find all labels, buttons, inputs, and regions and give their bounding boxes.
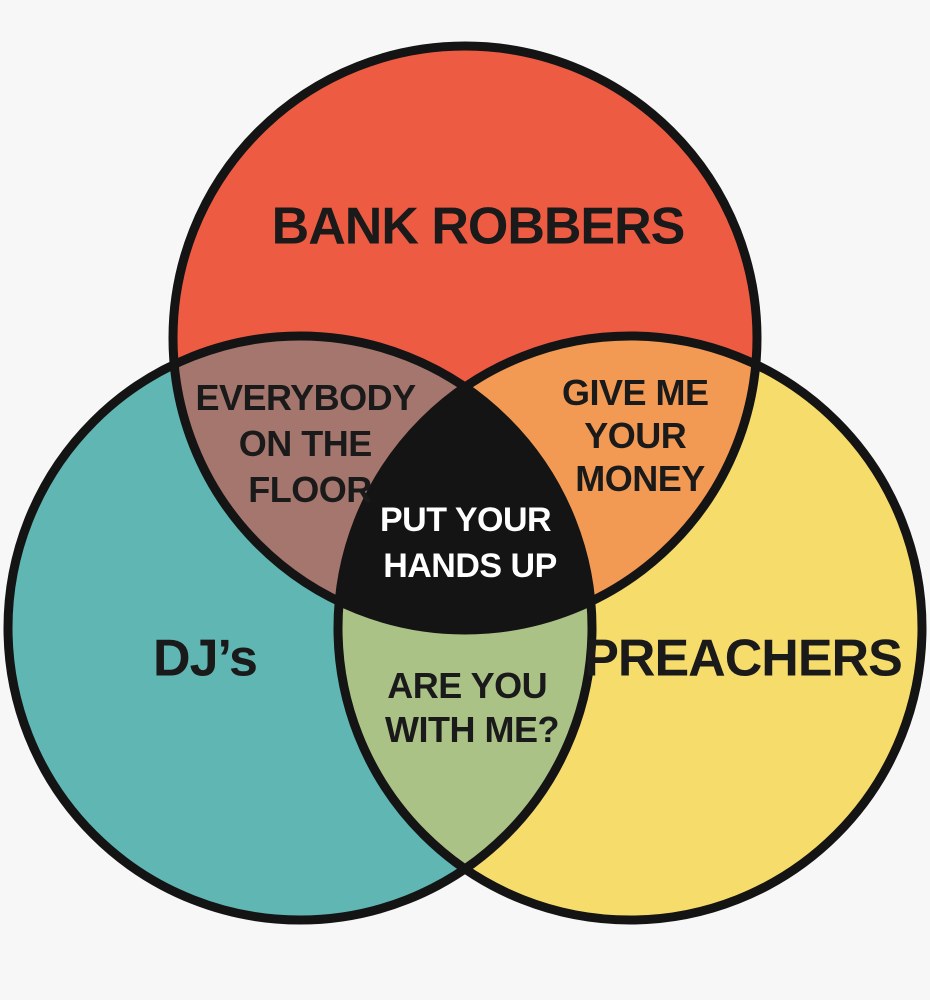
- overlap-all: [338, 336, 592, 630]
- label-give-me-your-money: GIVE ME YOUR MONEY: [562, 372, 718, 499]
- label-everybody-on-the-floor: EVERYBODY ON THE FLOOR: [195, 377, 424, 510]
- outline-djs: [3, 331, 597, 925]
- label-bank-robbers: BANK ROBBERS: [272, 198, 685, 256]
- label-put-your-hands-up: PUT YOUR HANDS UP: [380, 501, 560, 585]
- label-djs: DJ’s: [153, 630, 257, 688]
- outline-preachers: [333, 331, 927, 925]
- label-are-you-with-me: ARE YOU WITH ME?: [385, 665, 559, 750]
- label-preachers: PREACHERS: [584, 630, 902, 688]
- outline-bank-robbers: [168, 41, 762, 635]
